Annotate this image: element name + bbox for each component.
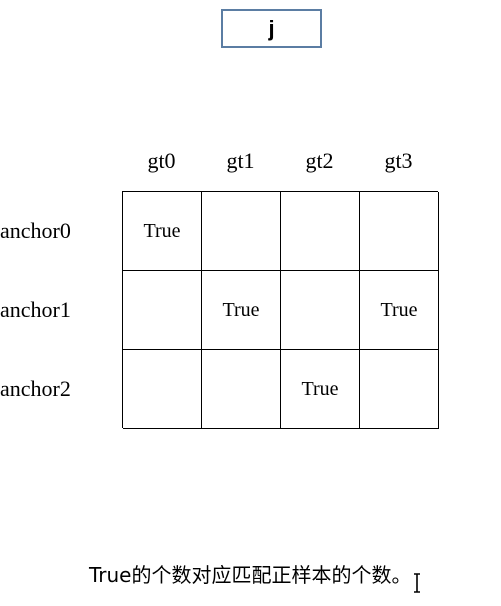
matrix-cell (202, 192, 281, 271)
matrix-cell (123, 271, 202, 350)
index-label: j (268, 15, 275, 41)
matrix-cell: True (202, 271, 281, 350)
column-header-gt0: gt0 (147, 148, 176, 173)
row-header-anchor0: anchor0 (0, 218, 71, 243)
matrix-cell: True (281, 350, 360, 429)
matrix-cell: True (123, 192, 202, 271)
matrix-cell: True (360, 271, 439, 350)
matrix-cell (360, 350, 439, 429)
text-cursor-icon (414, 573, 420, 593)
column-header-gt3: gt3 (384, 148, 413, 173)
matrix-cell (360, 192, 439, 271)
row-header-anchor1: anchor1 (0, 297, 71, 322)
row-header-anchor2: anchor2 (0, 376, 71, 401)
caption-text: True的个数对应匹配正样本的个数。 (89, 563, 412, 587)
match-matrix: True True True True (122, 191, 439, 429)
matrix-cell (281, 192, 360, 271)
index-label-box: j (221, 9, 322, 48)
matrix-cell (202, 350, 281, 429)
matrix-cell (123, 350, 202, 429)
matrix-cell (281, 271, 360, 350)
column-header-gt2: gt2 (305, 148, 334, 173)
column-header-gt1: gt1 (226, 148, 255, 173)
